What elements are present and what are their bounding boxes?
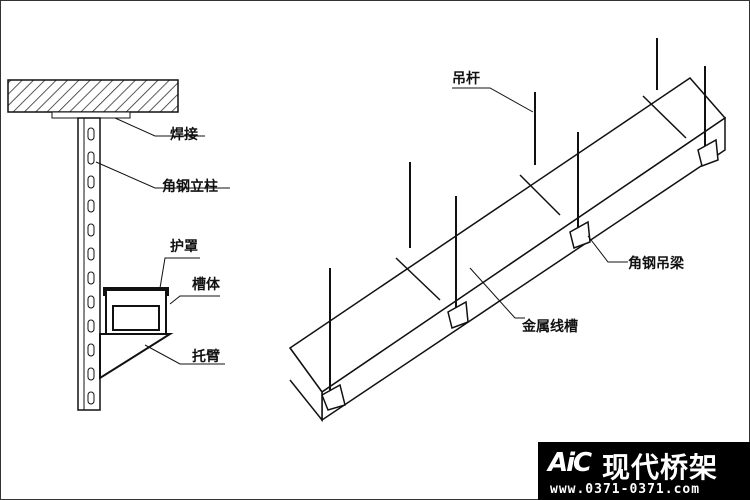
hanger-rods <box>329 38 706 392</box>
angle-beams <box>321 138 719 411</box>
label-angle-column: 角钢立柱 <box>162 179 218 195</box>
angle-column <box>77 117 101 411</box>
label-rod: 吊杆 <box>452 71 480 87</box>
ceiling-slab <box>7 79 179 113</box>
label-weld: 焊接 <box>170 127 198 143</box>
label-bracket: 托臂 <box>192 349 220 365</box>
brand-logo: AiC 现代桥架 www.0371-0371.com <box>538 442 750 500</box>
label-trough: 槽体 <box>192 277 220 293</box>
weld-plate <box>51 111 131 119</box>
logo-name: 现代桥架 <box>602 451 719 484</box>
trough-section <box>103 287 169 335</box>
label-cover: 护罩 <box>170 239 198 255</box>
logo-url: www.0371-0371.com <box>550 482 701 497</box>
label-angle-beam: 角钢吊梁 <box>628 256 684 272</box>
logo-mark: AiC <box>548 448 592 478</box>
metal-trunking <box>288 77 727 423</box>
support-arm <box>99 333 174 380</box>
label-metal-trunking: 金属线槽 <box>522 319 578 335</box>
